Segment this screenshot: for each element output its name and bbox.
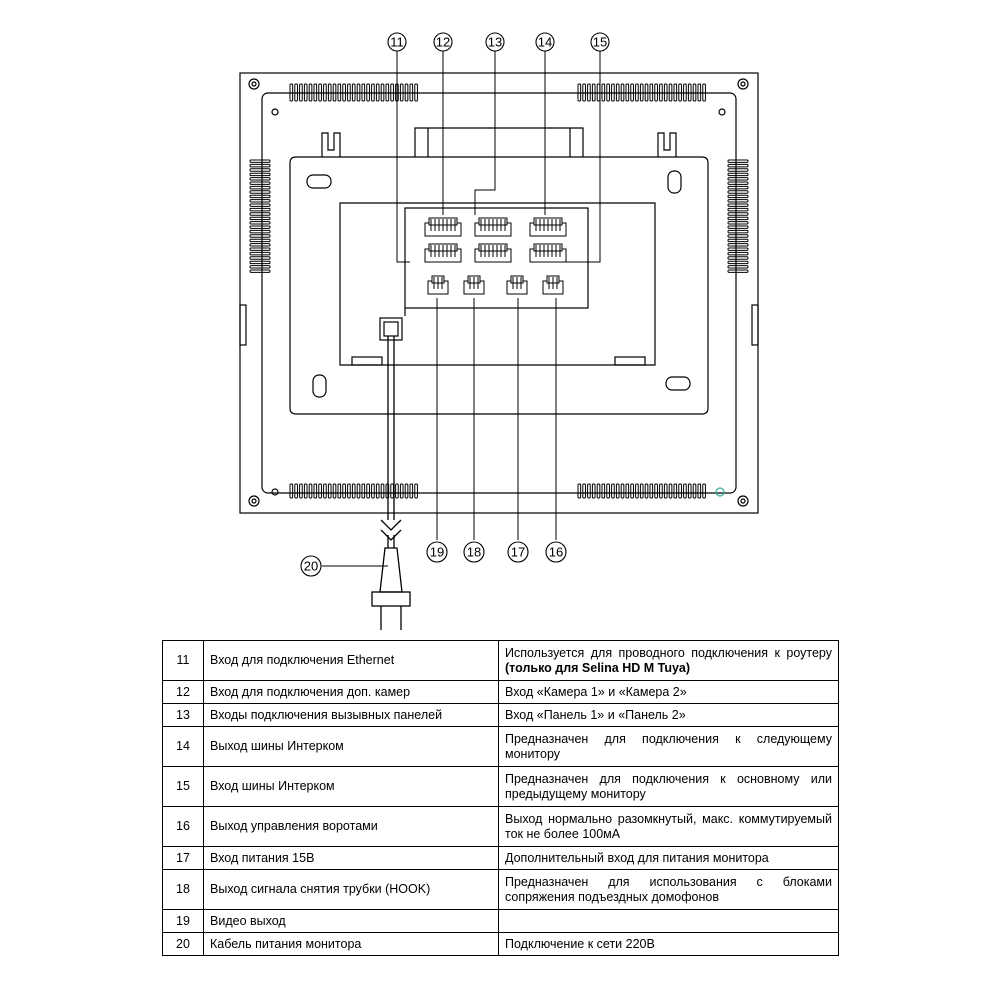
- table-row: 12 Вход для подключения доп. камер Вход …: [162, 680, 839, 704]
- svg-text:12: 12: [436, 35, 450, 50]
- row-description: Используется для проводного подключения …: [498, 640, 839, 681]
- svg-text:19: 19: [430, 545, 444, 560]
- row-number: 11: [162, 640, 204, 681]
- row-number: 16: [162, 806, 204, 847]
- mounting-plate: [289, 156, 709, 415]
- row-description: Предназначен для подключения к основному…: [498, 766, 839, 807]
- power-cable: [371, 336, 411, 630]
- table-row: 18 Выход сигнала снятия трубки (HOOK) Пр…: [162, 869, 839, 910]
- svg-text:18: 18: [467, 545, 481, 560]
- row-number: 14: [162, 726, 204, 767]
- housing-inner-border: [261, 92, 737, 494]
- callout-13: 13: [485, 32, 505, 52]
- row-description-note: (только для Selina HD M Tuya): [505, 660, 691, 675]
- callout-11: 11: [387, 32, 407, 52]
- row-number: 20: [162, 932, 204, 956]
- svg-text:14: 14: [538, 35, 552, 50]
- row-description-text: Используется для проводного подключения …: [505, 645, 832, 660]
- row-description: Вход «Камера 1» и «Камера 2»: [498, 680, 839, 704]
- callout-19: 19: [426, 541, 448, 563]
- svg-text:20: 20: [304, 559, 318, 574]
- callout-17: 17: [507, 541, 529, 563]
- row-description: Предназначен для подключения к следующем…: [498, 726, 839, 767]
- row-name: Входы подключения вызывных панелей: [203, 703, 499, 727]
- leader-lines: [322, 50, 601, 567]
- row-name: Вход для подключения Ethernet: [203, 640, 499, 681]
- connector-table: 11 Вход для подключения Ethernet Использ…: [162, 640, 839, 956]
- row-description: Выход нормально разомкнутый, макс. комму…: [498, 806, 839, 847]
- table-row: 11 Вход для подключения Ethernet Использ…: [162, 640, 839, 681]
- connector-block: [404, 207, 589, 309]
- row-name: Выход шины Интерком: [203, 726, 499, 767]
- svg-text:15: 15: [593, 35, 607, 50]
- row-number: 19: [162, 909, 204, 933]
- row-name: Кабель питания монитора: [203, 932, 499, 956]
- row-name: Вход шины Интерком: [203, 766, 499, 807]
- row-name: Вход для подключения доп. камер: [203, 680, 499, 704]
- monitor-rear-diagram: 11 12 13 14 15 19 18 17 16 20: [239, 32, 759, 630]
- callout-18: 18: [463, 541, 485, 563]
- row-name: Выход сигнала снятия трубки (HOOK): [203, 869, 499, 910]
- row-number: 13: [162, 703, 204, 727]
- row-description: [498, 909, 839, 933]
- corner-screws: [248, 78, 749, 507]
- table-row: 14 Выход шины Интерком Предназначен для …: [162, 726, 839, 767]
- connector-sockets: [424, 217, 567, 295]
- row-number: 17: [162, 846, 204, 870]
- ventilation-slots: [249, 83, 749, 499]
- row-description: Предназначен для использования с блоками…: [498, 869, 839, 910]
- row-number: 18: [162, 869, 204, 910]
- table-row: 15 Вход шины Интерком Предназначен для п…: [162, 766, 839, 807]
- row-description: Подключение к сети 220В: [498, 932, 839, 956]
- table-row: 20 Кабель питания монитора Подключение к…: [162, 932, 839, 956]
- monitor-housing: [239, 72, 759, 514]
- callout-15: 15: [590, 32, 610, 52]
- callout-12: 12: [433, 32, 453, 52]
- table-row: 17 Вход питания 15В Дополнительный вход …: [162, 846, 839, 870]
- row-name: Вход питания 15В: [203, 846, 499, 870]
- row-name: Видео выход: [203, 909, 499, 933]
- callout-20: 20: [300, 555, 322, 577]
- svg-text:11: 11: [390, 35, 404, 50]
- row-description: Дополнительный вход для питания монитора: [498, 846, 839, 870]
- svg-text:17: 17: [511, 545, 525, 560]
- callout-16: 16: [545, 541, 567, 563]
- row-description: Вход «Панель 1» и «Панель 2»: [498, 703, 839, 727]
- row-name: Выход управления воротами: [203, 806, 499, 847]
- table-row: 13 Входы подключения вызывных панелей Вх…: [162, 703, 839, 727]
- table-row: 16 Выход управления воротами Выход норма…: [162, 806, 839, 847]
- table-row: 19 Видео выход: [162, 909, 839, 933]
- row-number: 12: [162, 680, 204, 704]
- svg-text:13: 13: [488, 35, 502, 50]
- callout-14: 14: [535, 32, 555, 52]
- row-number: 15: [162, 766, 204, 807]
- svg-text:16: 16: [549, 545, 563, 560]
